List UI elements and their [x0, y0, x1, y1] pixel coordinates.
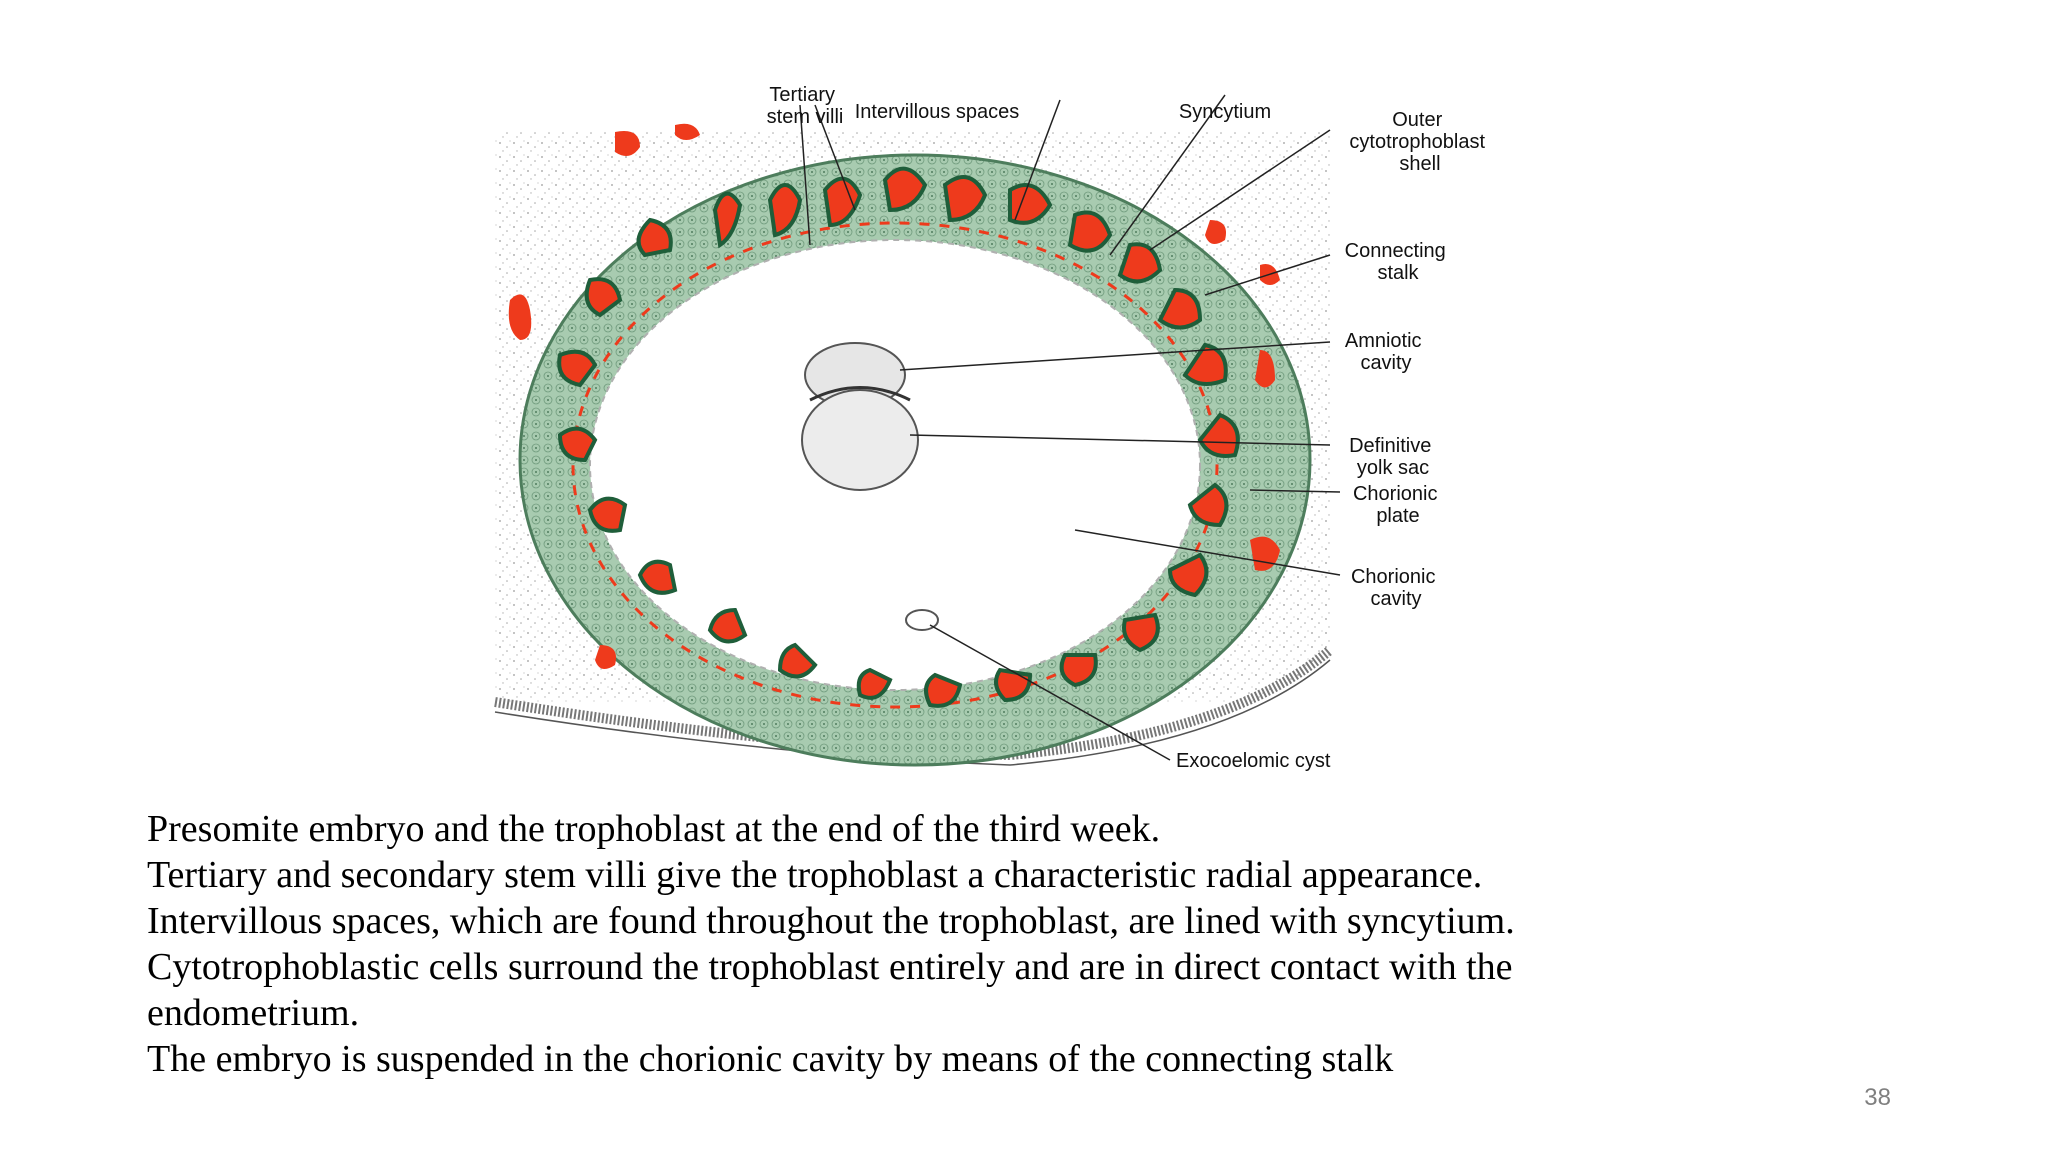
leader-lines [799, 94, 1341, 761]
label-amniotic-cavity-line-1: Amniotic [1345, 330, 1422, 352]
label-connecting-stalk: Connecting stalk [1345, 240, 1452, 284]
embryo [801, 342, 919, 491]
label-syncytium: Syncytium [1179, 101, 1271, 123]
label-chorionic-cavity-line-2: cavity [1370, 588, 1421, 610]
label-tertiary-stem-villi-line-1: Tertiary [769, 84, 835, 106]
chorionic-plate [571, 221, 1219, 709]
endometrial-lacunae [508, 123, 1280, 669]
label-chorionic-cavity: Chorionic cavity [1351, 566, 1441, 610]
label-yolk-sac-line-1: Definitive [1349, 435, 1431, 457]
label-yolk-sac-line-2: yolk sac [1357, 457, 1429, 479]
caption-line-4: Cytotrophoblastic cells surround the tro… [147, 946, 1513, 988]
label-exocoelomic-cyst: Exocoelomic cyst [1176, 750, 1331, 772]
label-amniotic-cavity-line-2: cavity [1360, 352, 1411, 374]
label-tertiary-stem-villi: Tertiary stem villi [767, 84, 844, 128]
label-chorionic-plate: Chorionic plate [1353, 483, 1443, 527]
label-connecting-stalk-line-1: Connecting [1345, 240, 1446, 262]
caption: Presomite embryo and the trophoblast at … [147, 806, 1707, 1082]
label-chorionic-plate-line-1: Chorionic [1353, 483, 1437, 505]
intervillous-spaces [557, 166, 1240, 708]
caption-line-3: Intervillous spaces, which are found thr… [147, 900, 1515, 942]
caption-line-5: endometrium. [147, 992, 360, 1034]
label-connecting-stalk-line-2: stalk [1377, 262, 1419, 284]
slide-number: 38 [1864, 1084, 1891, 1111]
label-chorionic-cavity-line-1: Chorionic [1351, 566, 1435, 588]
label-outer-line-3: shell [1399, 153, 1440, 175]
label-intervillous-spaces: Intervillous spaces [855, 101, 1020, 123]
label-amniotic-cavity: Amniotic cavity [1345, 330, 1427, 374]
label-definitive-yolk-sac: Definitive yolk sac [1349, 435, 1437, 479]
caption-line-1: Presomite embryo and the trophoblast at … [147, 808, 1161, 850]
label-outer-line-1: Outer [1392, 109, 1442, 131]
caption-line-2: Tertiary and secondary stem villi give t… [147, 854, 1483, 896]
label-chorionic-plate-line-2: plate [1376, 505, 1419, 527]
definitive-yolk-sac [801, 389, 919, 491]
label-outer-cytotrophoblast-shell: Outer cytotrophoblast shell [1349, 109, 1490, 175]
diagram-svg: Tertiary stem villi Intervillous spaces … [494, 84, 1490, 772]
label-outer-line-2: cytotrophoblast [1349, 131, 1485, 153]
trophoblast-diagram: Tertiary stem villi Intervillous spaces … [470, 70, 1540, 790]
label-tertiary-stem-villi-line-2: stem villi [767, 106, 844, 128]
caption-line-6: The embryo is suspended in the chorionic… [147, 1038, 1394, 1080]
